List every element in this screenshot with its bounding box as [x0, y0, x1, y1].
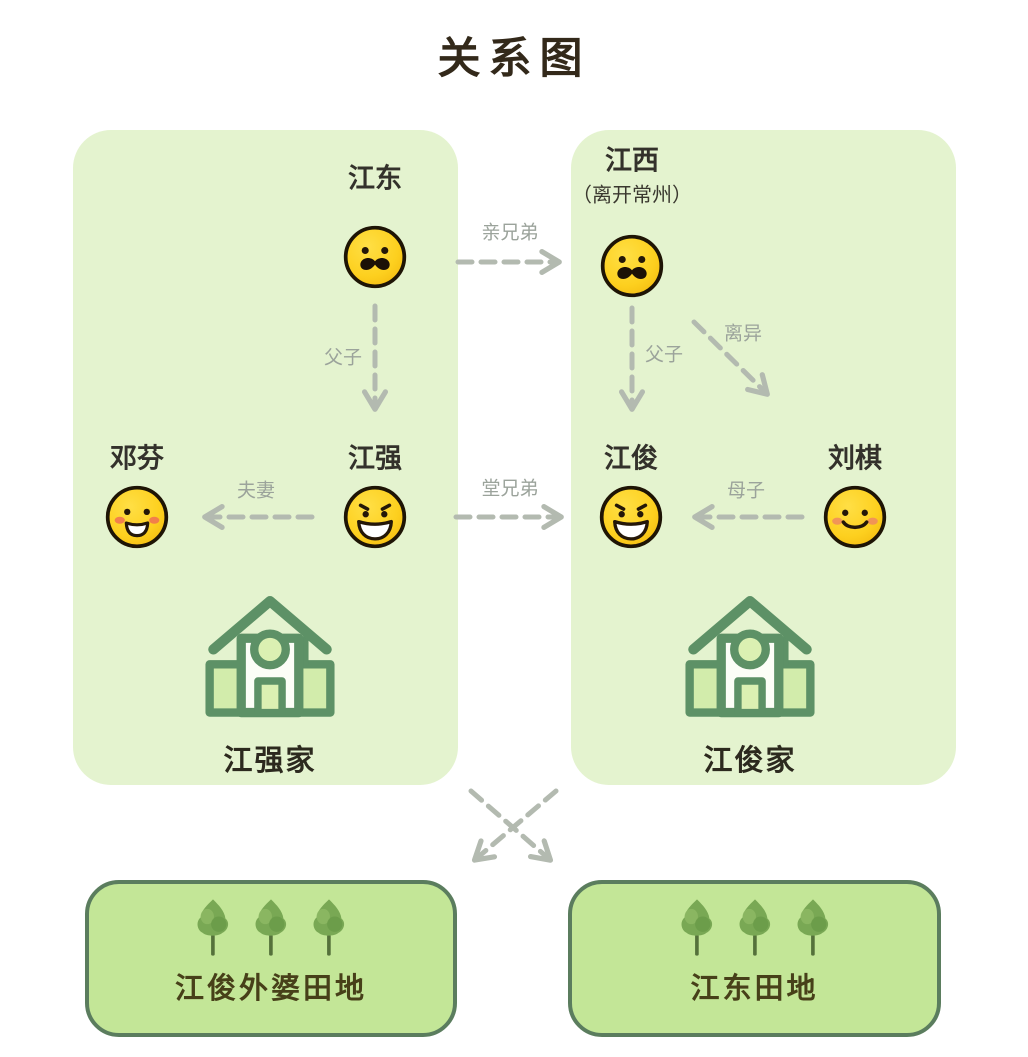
trees-row [192, 897, 350, 959]
tree-icon [250, 897, 292, 959]
person-jiangjun-name: 江俊 [604, 443, 658, 474]
tree-icon [676, 897, 718, 959]
arrow-cross-to-right-field [468, 788, 554, 863]
blush-grin-face-icon [104, 484, 171, 551]
relation-label-fuqi: 夫妻 [236, 480, 276, 502]
page-title: 关系图 [437, 35, 591, 83]
evil-grin-face-icon [342, 484, 409, 551]
arrow-cross-to-left-field [471, 788, 559, 863]
house-icon [680, 590, 820, 720]
person-liuqi-name: 刘棋 [828, 443, 882, 474]
relation-label-liyi: 离异 [723, 323, 763, 345]
field-label-jiangjun-grandma: 江俊外婆田地 [174, 973, 367, 1005]
person-dengfen-name: 邓芬 [110, 443, 164, 474]
mustache-face-icon [599, 233, 666, 300]
field-box-jiangjun-grandma: 江俊外婆田地 [85, 880, 457, 1037]
blush-smile-face-icon [822, 484, 889, 551]
evil-grin-face-icon [598, 484, 665, 551]
relation-label-fuzi-left: 父子 [323, 347, 363, 369]
mustache-face-icon [342, 224, 409, 291]
trees-row [676, 897, 834, 959]
tree-icon [734, 897, 776, 959]
relation-label-muzi: 母子 [726, 480, 766, 502]
field-box-jiangdong: 江东田地 [568, 880, 941, 1037]
field-label-jiangdong: 江东田地 [690, 973, 819, 1005]
person-jiangxi-note: （离开常州） [572, 184, 692, 207]
house-label-jiangqiang: 江强家 [223, 745, 317, 777]
relation-label-qinxiongdi: 亲兄弟 [481, 222, 539, 244]
relation-label-fuzi-right: 父子 [644, 344, 684, 366]
tree-icon [192, 897, 234, 959]
person-jiangdong-name: 江东 [348, 163, 402, 194]
tree-icon [308, 897, 350, 959]
relation-label-tangxiongdi: 堂兄弟 [481, 478, 539, 500]
tree-icon [792, 897, 834, 959]
house-icon [200, 590, 340, 720]
person-jiangqiang-name: 江强 [348, 443, 402, 474]
person-jiangxi-name: 江西 [605, 145, 659, 176]
house-label-jiangjun: 江俊家 [703, 745, 797, 777]
